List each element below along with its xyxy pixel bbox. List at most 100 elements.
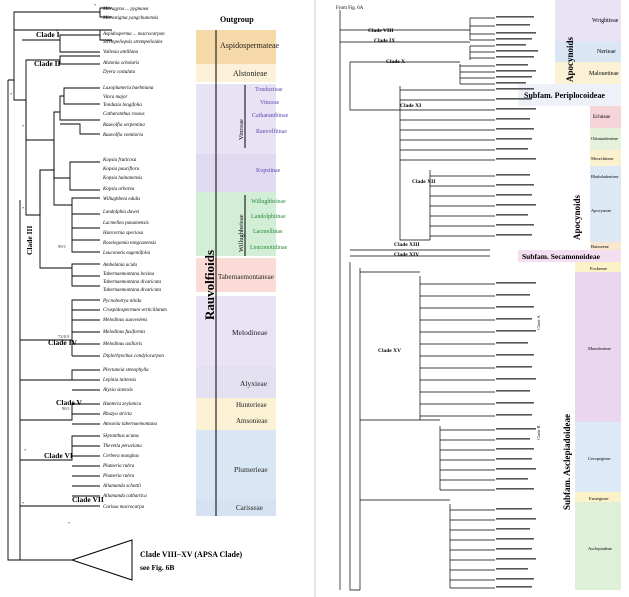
label-wrightieae: Wrightieae (592, 18, 619, 24)
band-aspidospermateae (196, 30, 276, 64)
support-value: * (22, 501, 25, 506)
label-hunterieae: Hunterieae (236, 401, 267, 409)
label-eustegieae: Eustegieae (589, 496, 609, 501)
left-tree-panel: Outgroup Aspidospermateae Alstonieae Ton… (0, 0, 312, 597)
tip-label: Tabernaemontana divaricata (103, 288, 162, 293)
label-ceropegieae: Ceropegieae (588, 456, 611, 461)
label-melodineae: Melodineae (232, 328, 268, 337)
band-melodineae (196, 296, 276, 366)
band-plumerieae (196, 430, 276, 500)
support-value: * (22, 206, 25, 211)
tip-label: Catharanthus roseus (103, 112, 145, 117)
clade-label-v: Clade V (56, 398, 82, 407)
tip-label: Hunteria zeylanica (102, 402, 142, 407)
label-marsdenieae: Marsdenieae (588, 346, 611, 351)
tip-label: Craspidospermum verticillatum (103, 308, 167, 313)
band-eustegieae (575, 492, 621, 502)
label-asclepiadeae: Asclepiadeae (588, 546, 612, 551)
right-group-labels: Wrightieae Nerieae Malouetieae Subfam. P… (522, 18, 619, 551)
tip-label: Melodinus suaveolens (102, 318, 147, 323)
band-odontadenieae (590, 128, 621, 150)
label-carisseae: Carisseae (236, 504, 263, 512)
tip-label: Carissa macrocarpa (103, 505, 145, 510)
label-amsonieae: Amsonieae (236, 417, 268, 425)
band-tabernaemontaneae (196, 258, 276, 292)
clade-label-xv: Clade XV (378, 348, 401, 354)
band-apocyneae (590, 186, 621, 242)
label-malouetieae: Malouetieae (589, 71, 619, 77)
tip-label: Kopsia arborea (102, 187, 135, 192)
label-outgroup: Outgroup (220, 15, 254, 24)
band-rhabdadenieae (590, 166, 621, 186)
clade-label-ix: Clade IX (374, 38, 395, 44)
label-secamonoideae: Subfam. Secamonoideae (522, 252, 601, 261)
label-plumerieae: Plumerieae (234, 465, 268, 474)
tip-label: Plectaneia stenophylla (102, 368, 149, 373)
clade-label-xiii: Clade XIII (394, 242, 420, 248)
tip-label: Allamanda cathartica (102, 494, 147, 499)
tip-label: Roseiegomia tongcaoensis (102, 241, 156, 246)
label-periplocoideae: Subfam. Periplocoideae (524, 91, 605, 100)
tip-label: Rauvolfia vomitoria (102, 133, 144, 138)
side-label-clade-b: Clade B (536, 425, 541, 440)
band-mesechiteae (590, 150, 621, 166)
tip-label: Hancornia speciosa (102, 231, 144, 236)
collapsed-clade-label: Clade VIII–XV (APSA Clade) (140, 550, 242, 559)
label-fockeeae: Fockeeae (590, 266, 607, 271)
tip-label: Willughbeia edulis (103, 197, 140, 202)
clade-label-i: Clade I (36, 30, 60, 39)
tip-label: Alstonia scholaris (102, 61, 139, 66)
clade-label-ii: Clade II (34, 59, 61, 68)
label-willughbeieae-sub: Willughbeieae (251, 199, 286, 205)
support-value: 99/1 (58, 244, 66, 249)
tip-label: Leuconotis eugeniifolia (102, 251, 151, 256)
tip-label: Diplorhynchus condylocarpon (102, 354, 164, 359)
clade-label-vii: Clade VII (72, 495, 104, 504)
vertical-label-apocynoids: Apocynoids (565, 36, 575, 82)
band-secamonoideae (518, 250, 621, 262)
band-echiteae (590, 106, 621, 128)
tip-label: Vinca major (103, 95, 128, 100)
tip-label: Melodinus fusiformis (102, 330, 145, 335)
tip-label: Laxoplumeria baehniana (102, 86, 154, 91)
tip-label: Allamanda schottii (102, 484, 142, 489)
support-value: * (22, 124, 25, 129)
label-odontadenieae: Odontadenieae (591, 136, 618, 141)
support-value: * (10, 92, 13, 97)
label-leuconotidinae: Leuconotidinae (250, 245, 288, 251)
left-support-values: * * 99/1 * 72/0.9 * * 90/1 * * * (10, 3, 97, 526)
support-value: * (24, 448, 27, 453)
tip-label: Aspidosperma ... macrocarpon (102, 32, 165, 37)
right-tree-panel: Wrightieae Nerieae Malouetieae Subfam. P… (318, 0, 629, 597)
tip-label: Rhazya stricta (102, 412, 132, 417)
tip-label: Kopsia hainanensis (102, 176, 142, 181)
tip-label: Lepinia taitensis (102, 378, 136, 383)
label-lacmellinae: Lacmellinae (253, 229, 283, 235)
tip-label: Cerbera manghas (103, 454, 139, 459)
band-ceropegieae (575, 422, 621, 492)
label-echiteae: Echiteae (593, 115, 611, 120)
vertical-label-willughbeieae: Willughbeieae (238, 214, 245, 252)
right-tip-rows (496, 16, 538, 588)
tip-label: Amsonia tabernaemontana (102, 422, 158, 427)
label-alstonieae: Alstonieae (233, 69, 268, 78)
from-label: From Fig. 6A (336, 6, 364, 11)
collapsed-clade-sub: see Fig. 6B (140, 563, 174, 572)
vertical-label-asclepiadoideae: Subfam. Asclepiadoideae (562, 414, 572, 510)
tip-label: Pycnobotrya nitida (102, 299, 142, 304)
band-kopsiinae (196, 154, 276, 192)
clade-label-vi: Clade VI (44, 451, 73, 460)
band-nerieae (555, 42, 621, 62)
tip-label: Skytanthus acutus (103, 434, 139, 439)
support-value: * (68, 521, 71, 526)
tip-label: Vallesia antillana (103, 50, 139, 55)
tip-label: Strempeliopsis strempelioides (103, 40, 163, 45)
label-alyxieae: Alyxieae (240, 379, 268, 388)
tip-label: Kopsia fruticosa (102, 158, 137, 163)
tip-label: Tonduzia longifolia (103, 103, 142, 108)
tip-label: Landolphia dawei (102, 210, 140, 215)
tip-label: Lacmellea panamensis (102, 221, 149, 226)
label-landolphiinae: Landolphiinae (251, 214, 286, 220)
label-kopsiinae: Kopsiinae (256, 168, 281, 174)
